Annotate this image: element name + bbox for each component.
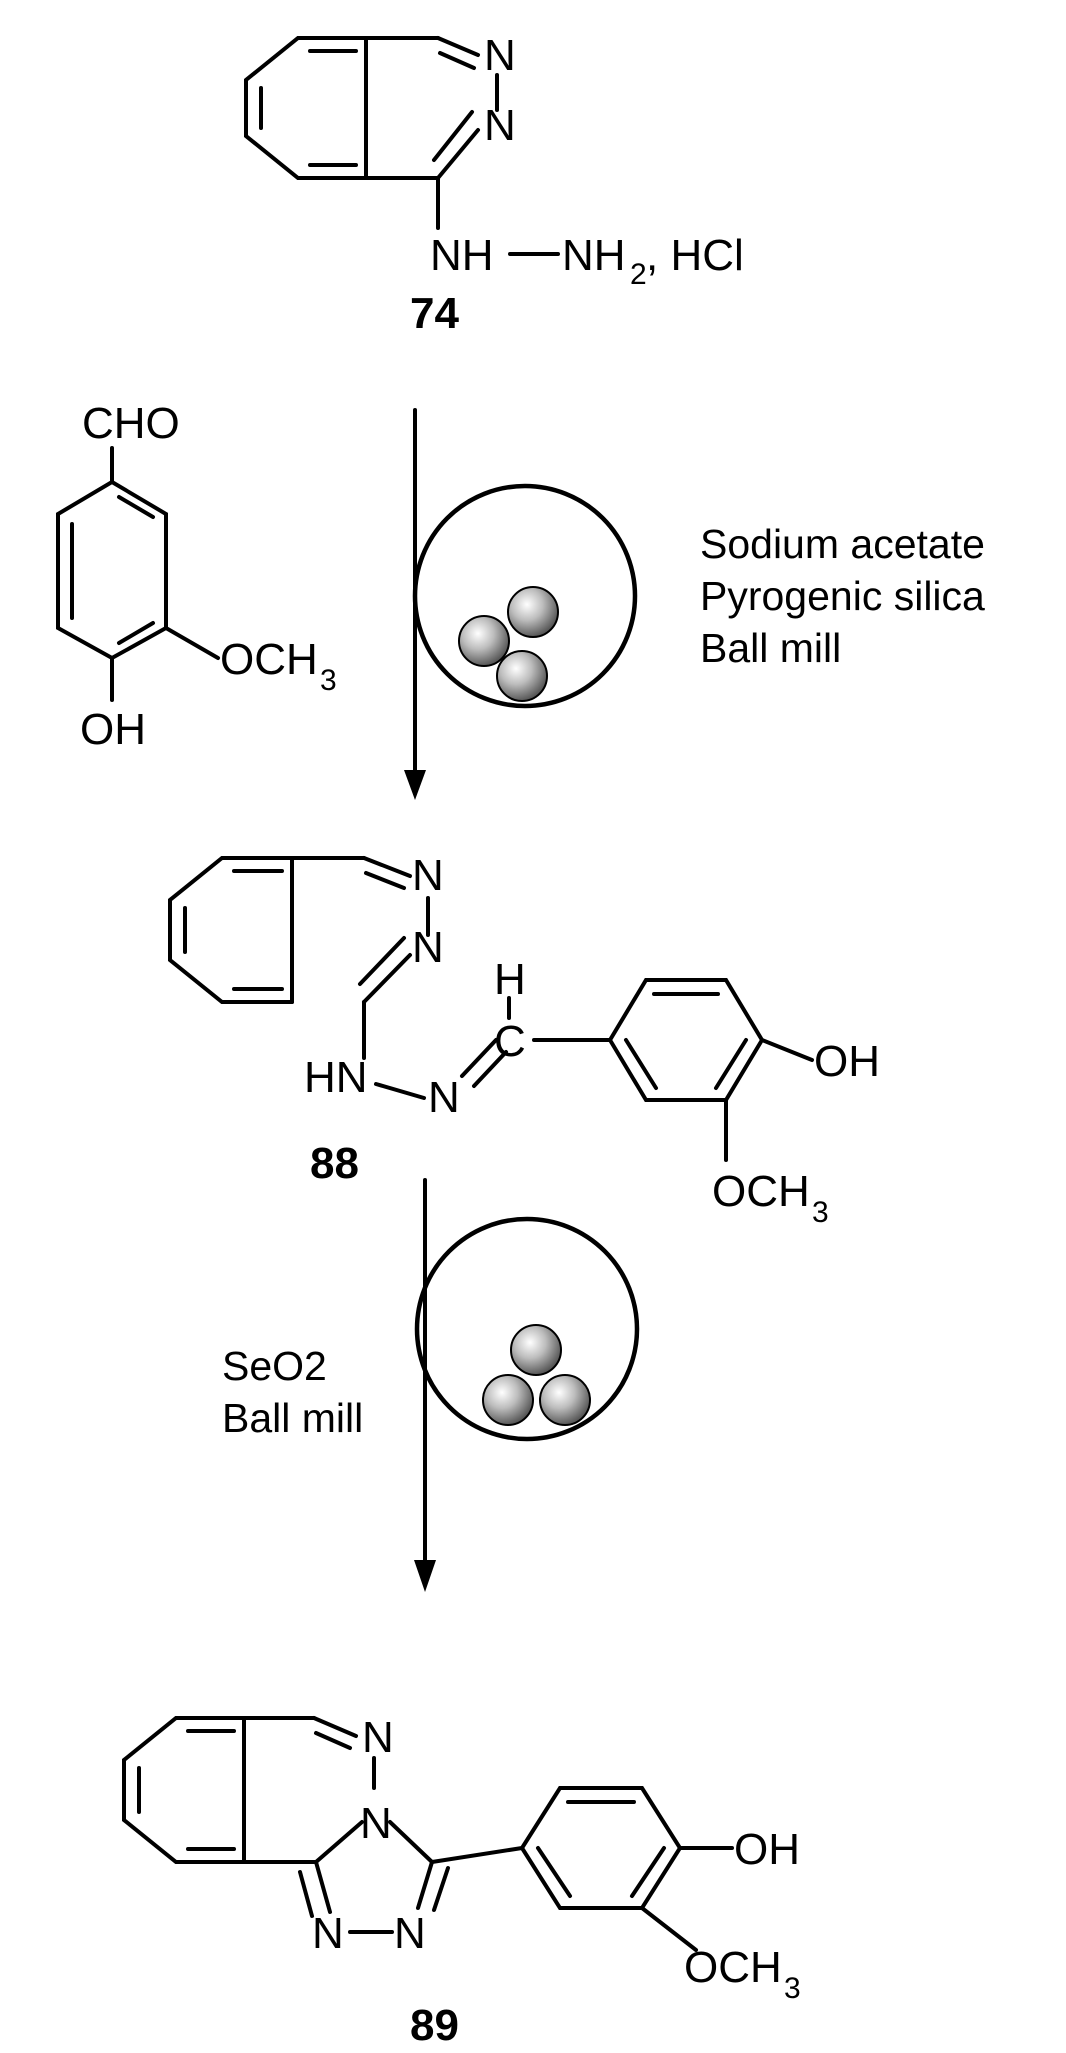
compound-89-n-top-label: N — [362, 1713, 394, 1762]
ball-mill-1-icon — [412, 483, 638, 709]
compound-74-nh2-subscript: 2 — [630, 258, 647, 291]
compound-88-oh-label: OH — [814, 1037, 880, 1086]
ball-mill-2-icon — [414, 1216, 640, 1442]
compound-88-h-label: H — [494, 955, 526, 1004]
compound-88-hn-label: HN — [304, 1053, 368, 1102]
compound-74-n1-label: N — [484, 31, 516, 80]
reaction-arrow-1-head — [404, 770, 426, 800]
compound-89-n-a-label: N — [312, 1909, 344, 1958]
compound-88-structure — [168, 856, 814, 1162]
vanillin-och3-subscript: 3 — [320, 664, 337, 697]
compound-88-number: 88 — [310, 1139, 359, 1188]
vanillin-cho-label: CHO — [82, 399, 180, 448]
compound-88-och3-subscript: 3 — [812, 1196, 829, 1229]
step-1-condition-3: Ball mill — [700, 625, 841, 671]
compound-74-nh2-label: NH — [562, 231, 626, 280]
vanillin-structure — [56, 446, 220, 702]
step-1-condition-2: Pyrogenic silica — [700, 573, 985, 619]
compound-88-n2-label: N — [412, 923, 444, 972]
compound-74-n2-label: N — [484, 101, 516, 150]
compound-88-och3-label: OCH — [712, 1167, 810, 1216]
vanillin-oh-label: OH — [80, 705, 146, 754]
reaction-arrow-2-head — [414, 1560, 436, 1592]
compound-89-n-b-label: N — [394, 1909, 426, 1958]
compound-88-imine-n-label: N — [428, 1073, 460, 1122]
compound-74-structure — [244, 36, 560, 256]
compound-89-och3-subscript: 3 — [784, 1972, 801, 2005]
compound-89-oh-label: OH — [734, 1825, 800, 1874]
step-2-condition-1: SeO2 — [222, 1343, 327, 1389]
compound-89-och3-label: OCH — [684, 1943, 782, 1992]
compound-74-salt-label: , HCl — [646, 231, 744, 280]
compound-89-number: 89 — [410, 2001, 459, 2050]
compound-88-c-label: C — [494, 1017, 526, 1066]
compound-74-number: 74 — [410, 289, 459, 338]
compound-74-nh-label: NH — [430, 231, 494, 280]
step-1-condition-1: Sodium acetate — [700, 521, 985, 567]
compound-88-n1-label: N — [412, 851, 444, 900]
compound-89-structure — [122, 1716, 734, 1952]
compound-89-n-ring-label: N — [360, 1799, 392, 1848]
vanillin-och3-label: OCH — [220, 635, 318, 684]
step-2-condition-2: Ball mill — [222, 1395, 363, 1441]
